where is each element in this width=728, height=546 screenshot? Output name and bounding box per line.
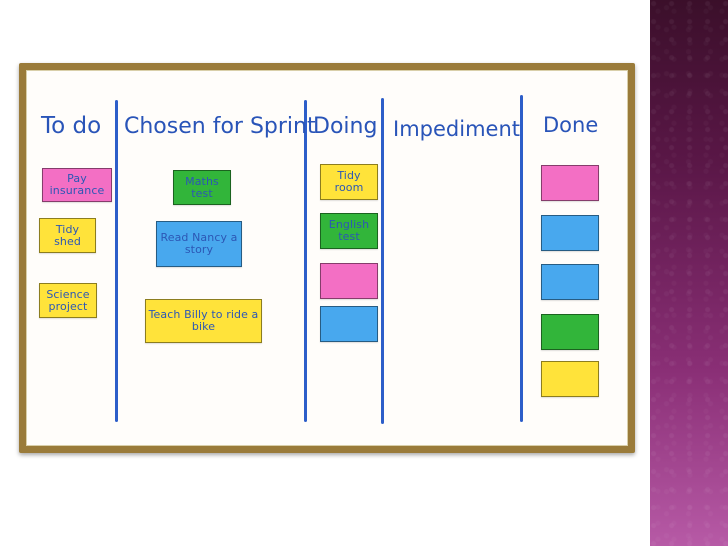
card-maths-test[interactable]: Maths test [173,170,231,205]
column-header-chosen-for-sprint: Chosen for Sprint [124,114,316,139]
card-read-nancy-a-story-label: Read Nancy a story [160,231,238,256]
card-science-project[interactable]: Science project [39,283,97,318]
column-header-to-do: To do [41,113,102,139]
kanban-whiteboard: To do Chosen for Sprint Doing Impediment… [26,70,628,446]
decorative-side-bar [650,0,728,546]
card-empty-doing-pink[interactable] [320,263,378,299]
column-divider [520,95,523,422]
card-empty-doing-blue[interactable] [320,306,378,342]
card-maths-test-label: Maths test [185,174,219,200]
card-pay-insurance[interactable]: Pay insurance [42,168,112,202]
card-done-yellow[interactable] [541,361,599,397]
card-done-blue-2[interactable] [541,264,599,300]
card-done-green[interactable] [541,314,599,350]
column-divider [381,98,384,424]
card-tidy-shed-label: Tidy shed [54,222,81,248]
column-divider [115,100,118,422]
card-done-pink[interactable] [541,165,599,201]
whiteboard-frame: To do Chosen for Sprint Doing Impediment… [19,63,635,453]
card-pay-insurance-label: Pay insurance [49,172,105,197]
card-tidy-shed[interactable]: Tidy shed [39,218,96,253]
card-english-test-label: English test [328,218,370,243]
card-english-test[interactable]: English test [320,213,378,249]
card-read-nancy-a-story[interactable]: Read Nancy a story [156,221,242,267]
card-done-blue-1[interactable] [541,215,599,251]
column-header-doing: Doing [313,114,378,139]
card-teach-billy-label: Teach Billy to ride a bike [148,308,259,333]
card-tidy-room[interactable]: Tidy room [320,164,378,200]
column-header-impediment: Impediment [393,117,520,141]
card-teach-billy[interactable]: Teach Billy to ride a bike [145,299,262,343]
card-science-project-label: Science project [46,287,90,313]
column-divider [304,100,307,422]
column-header-done: Done [543,113,599,137]
card-tidy-room-label: Tidy room [334,169,364,194]
